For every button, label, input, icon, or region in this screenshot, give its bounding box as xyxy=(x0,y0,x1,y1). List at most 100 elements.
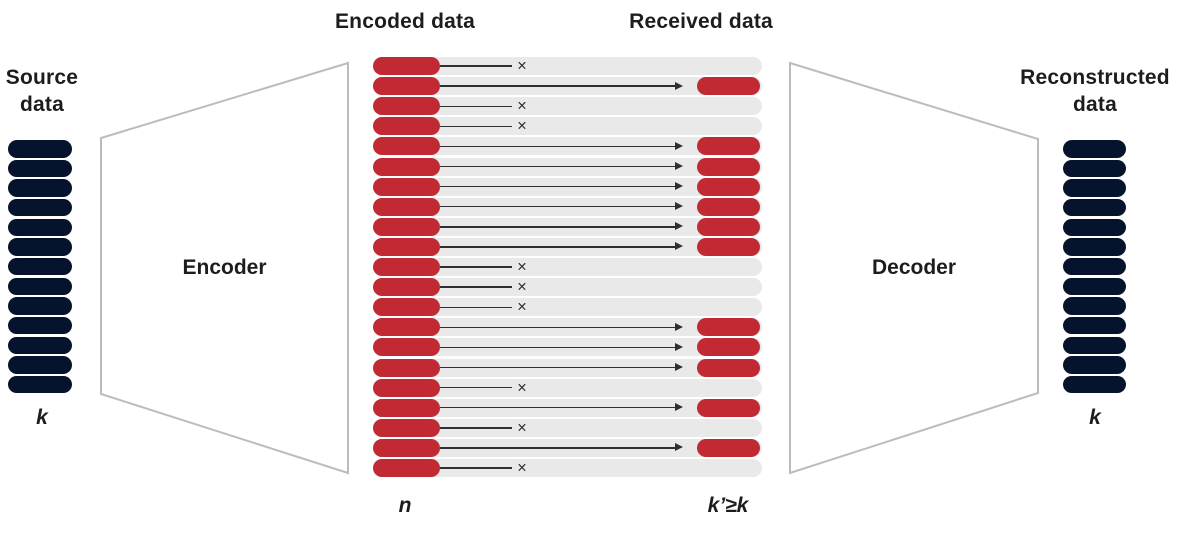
data-block xyxy=(8,356,72,374)
transmission-row-received xyxy=(373,177,762,196)
arrowhead-icon xyxy=(675,443,683,452)
erasure-x-icon: ✕ xyxy=(516,461,528,475)
data-block xyxy=(1063,198,1126,217)
encoded-block xyxy=(373,278,440,297)
channel-track xyxy=(373,459,762,477)
encoded-block xyxy=(373,177,440,196)
data-block xyxy=(1063,316,1126,335)
received-block xyxy=(697,217,760,236)
encoded-block xyxy=(373,97,440,116)
transmission-rows: ✕✕✕✕✕✕✕✕✕ xyxy=(373,57,762,479)
erasure-x-icon: ✕ xyxy=(516,280,528,295)
arrowhead-icon xyxy=(675,182,683,191)
erasure-x-icon: ✕ xyxy=(516,380,528,395)
encoded-block xyxy=(373,157,440,176)
data-block xyxy=(1063,277,1126,296)
data-block xyxy=(1063,375,1126,394)
received-block xyxy=(697,77,760,96)
received-block xyxy=(697,438,760,457)
reconstructed-count-label: k xyxy=(1089,406,1101,429)
data-block xyxy=(1063,159,1126,178)
erasure-x-icon: ✕ xyxy=(516,119,528,134)
source-count-label: k xyxy=(36,406,48,429)
arrow-line xyxy=(440,407,676,409)
arrow-line xyxy=(440,226,676,228)
data-block xyxy=(8,179,72,197)
arrow-line xyxy=(440,145,676,148)
channel-track xyxy=(373,418,762,437)
arrow-line xyxy=(440,346,676,349)
arrowhead-icon xyxy=(675,162,683,170)
encoded-block xyxy=(373,378,440,397)
received-block xyxy=(697,237,760,256)
arrow-line xyxy=(440,467,512,469)
reconstructed-data-stack xyxy=(1063,140,1126,394)
arrow-line xyxy=(440,366,676,369)
transmission-row-received xyxy=(373,237,762,256)
transmission-row-erased: ✕ xyxy=(373,298,762,317)
arrow-line xyxy=(440,65,512,67)
arrow-line xyxy=(440,85,676,87)
received-block xyxy=(697,157,760,176)
data-block xyxy=(1063,356,1126,374)
decoder-label: Decoder xyxy=(871,256,957,279)
data-block xyxy=(8,277,72,296)
encoded-block xyxy=(373,338,440,357)
arrow-line xyxy=(440,105,512,107)
transmission-row-erased: ✕ xyxy=(373,57,762,75)
arrow-line xyxy=(440,286,512,288)
data-block xyxy=(1063,257,1126,276)
arrowhead-icon xyxy=(675,403,683,412)
data-block xyxy=(1063,140,1126,158)
received-block xyxy=(697,398,760,417)
encoded-block xyxy=(373,197,440,216)
arrowhead-icon xyxy=(675,141,683,150)
encoder-label: Encoder xyxy=(182,256,267,279)
received-block xyxy=(697,177,760,196)
transmission-row-received xyxy=(373,358,762,377)
channel-track xyxy=(373,97,762,116)
received-block xyxy=(697,197,760,216)
channel-track xyxy=(373,258,762,276)
arrow-line xyxy=(440,447,676,449)
arrow-line xyxy=(440,427,512,429)
erasure-x-icon: ✕ xyxy=(516,300,528,315)
transmission-row-received xyxy=(373,338,762,357)
received-data-title: Received data xyxy=(629,10,773,33)
encoded-block xyxy=(373,358,440,377)
transmission-row-received xyxy=(373,137,762,156)
encoded-block xyxy=(373,77,440,96)
source-data-title: Source data xyxy=(5,66,79,116)
encoded-count-label: n xyxy=(398,494,412,517)
data-block xyxy=(8,297,72,315)
transmission-row-erased: ✕ xyxy=(373,117,762,136)
transmission-row-erased: ✕ xyxy=(373,378,762,397)
data-block xyxy=(8,198,72,217)
arrow-line xyxy=(440,206,676,208)
transmission-row-erased: ✕ xyxy=(373,459,762,477)
arrowhead-icon xyxy=(675,81,683,90)
arrow-line xyxy=(440,326,676,329)
arrowhead-icon xyxy=(675,202,683,211)
transmission-row-received xyxy=(373,157,762,176)
data-block xyxy=(8,336,72,354)
source-data-stack xyxy=(8,140,72,394)
encoded-block xyxy=(373,398,440,417)
transmission-row-erased: ✕ xyxy=(373,418,762,437)
received-block xyxy=(697,318,760,337)
erasure-x-icon: ✕ xyxy=(516,59,528,73)
channel-track xyxy=(373,117,762,136)
data-block xyxy=(8,257,72,276)
arrow-line xyxy=(440,165,676,168)
encoded-block xyxy=(373,298,440,317)
encoded-block xyxy=(373,117,440,136)
received-count-label: k’≥k xyxy=(707,494,749,517)
arrow-line xyxy=(440,306,512,308)
channel-track xyxy=(373,298,762,317)
encoded-block xyxy=(373,418,440,437)
transmission-row-erased: ✕ xyxy=(373,97,762,116)
arrowhead-icon xyxy=(675,222,683,231)
transmission-row-received xyxy=(373,398,762,417)
